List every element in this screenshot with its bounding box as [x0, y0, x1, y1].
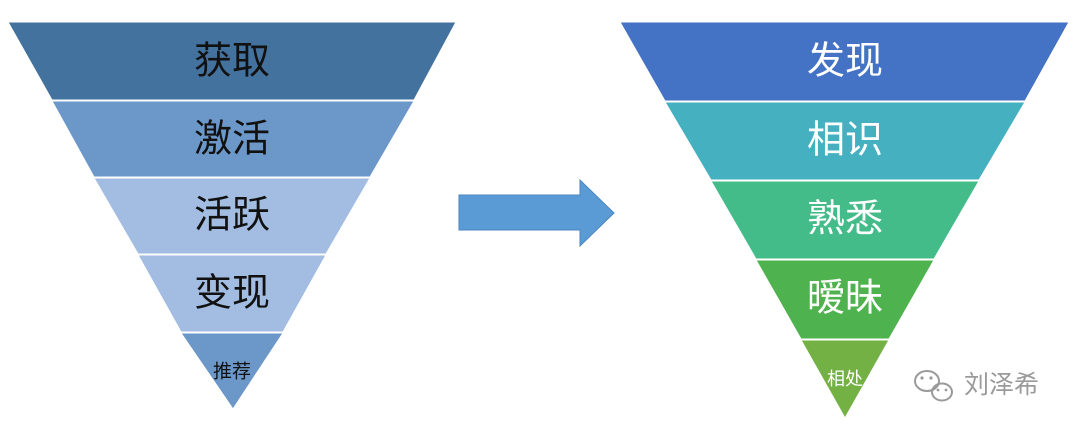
left-stage-1-label: 获取 — [194, 39, 270, 83]
left-stage-2-band — [51, 100, 415, 178]
right-stage-1-band — [619, 21, 1070, 102]
left-stage-3-band — [93, 177, 371, 255]
wechat-eye-1 — [920, 376, 924, 380]
left-stage-3-label: 活跃 — [194, 193, 270, 237]
right-arrow — [458, 178, 615, 248]
right-stage-3-band — [710, 180, 980, 260]
right-funnel: 发现 相识 熟悉 暧昧 相处 — [619, 21, 1070, 420]
wechat-icon — [914, 370, 953, 402]
right-stage-4-label: 暧昧 — [807, 276, 883, 320]
right-stage-2-label: 相识 — [807, 118, 883, 162]
wechat-eye-2 — [929, 376, 933, 380]
wechat-eye-4 — [944, 388, 948, 392]
right-stage-5-label: 相处 — [827, 369, 863, 390]
left-stage-5-band — [180, 332, 284, 410]
left-stage-4-label: 变现 — [194, 271, 270, 315]
left-stage-5-label: 推荐 — [213, 361, 251, 383]
wechat-eye-3 — [936, 388, 940, 392]
watermark: 刘泽希 — [914, 370, 1039, 402]
wechat-bubble-small — [931, 382, 953, 402]
watermark-text: 刘泽希 — [964, 370, 1039, 399]
wechat-bubble-large — [914, 370, 940, 392]
right-stage-5-band — [800, 339, 890, 420]
right-stage-2-band — [664, 101, 1026, 181]
right-stage-4-band — [755, 259, 935, 340]
left-stage-4-band — [137, 254, 327, 333]
left-stage-1-band — [7, 21, 457, 101]
right-stage-1-label: 发现 — [807, 39, 883, 83]
left-stage-2-label: 激活 — [194, 117, 270, 161]
right-stage-3-label: 熟悉 — [807, 197, 883, 241]
left-funnel: 获取 激活 活跃 变现 推荐 — [7, 21, 457, 410]
